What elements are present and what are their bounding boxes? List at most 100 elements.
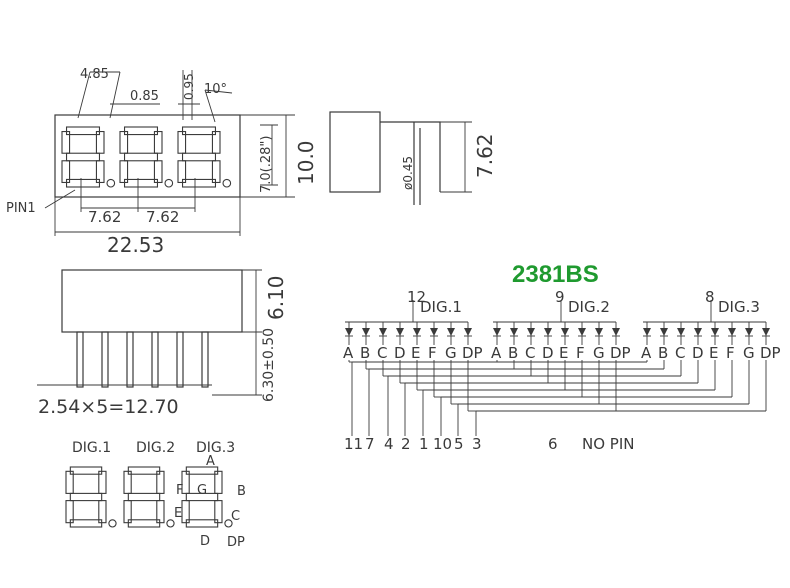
- segment-label-c: C: [377, 344, 387, 362]
- dim-row-spacing: 7.62: [473, 133, 497, 178]
- segment-outline: [65, 126, 101, 136]
- segment-outline: [156, 500, 165, 524]
- segment-outline: [65, 152, 101, 162]
- segment-outline: [98, 500, 107, 524]
- front-view: 4.85 0.85 0.95 10° 7.0(.28") 10.0 7.62 7…: [6, 67, 318, 257]
- segment-label-f: F: [428, 344, 437, 362]
- segment-outline: [61, 160, 71, 184]
- segment-outline: [123, 470, 132, 494]
- led-diode: [379, 328, 387, 336]
- led-diode: [447, 328, 455, 336]
- segment-outline: [61, 130, 71, 154]
- led-diode: [612, 328, 620, 336]
- segment-outline: [177, 160, 187, 184]
- led-diode: [544, 328, 552, 336]
- led-diode: [660, 328, 668, 336]
- segment-outline: [181, 152, 217, 162]
- dim-dp-offset: 0.85: [130, 89, 159, 104]
- dim-pin-pitch: 2.54×5=12.70: [38, 396, 179, 418]
- segment-label-c: C: [525, 344, 535, 362]
- pin-lead: [151, 331, 159, 388]
- segment-outline: [127, 466, 161, 475]
- segment-label-b: B: [658, 344, 668, 362]
- dim-pin-length: 6.30±0.50: [261, 328, 277, 402]
- segment-label-dp: DP: [462, 344, 483, 362]
- pin1-label: PIN1: [6, 201, 36, 216]
- led-diode: [677, 328, 685, 336]
- seg-dp-label: DP: [227, 535, 245, 550]
- led-diode: [762, 328, 770, 336]
- segment-label-view: DIG.1 DIG.2 DIG.3 A B C D E F G DP: [65, 440, 246, 550]
- segment-label-dp: DP: [760, 344, 781, 362]
- segment-outline: [211, 130, 221, 154]
- pin-lead: [176, 331, 184, 388]
- side-view: 7.62 ø0.45: [329, 111, 497, 205]
- led-diode: [578, 328, 586, 336]
- bottom-digit-1: [65, 466, 117, 528]
- segment-label-d: D: [692, 344, 704, 362]
- segment-outline: [185, 519, 219, 528]
- led-diode: [595, 328, 603, 336]
- seg-g-label: G: [197, 483, 207, 498]
- led-diode: [396, 328, 404, 336]
- bottom-digit-2: [123, 466, 175, 528]
- segment-outline: [181, 470, 190, 494]
- seg-f-label: F: [176, 483, 183, 498]
- segment-label-g: G: [593, 344, 605, 362]
- dig3-caption: DIG.3: [196, 440, 235, 456]
- segment-pin-number: 1: [419, 435, 429, 453]
- led-diode: [464, 328, 472, 336]
- pin-view: 6.10 6.30±0.50 2.54×5=12.70: [37, 269, 288, 418]
- nc-pin-number: 6: [548, 435, 558, 453]
- segment-outline: [181, 126, 217, 136]
- segment-label-e: E: [559, 344, 568, 362]
- segment-pin-number: 10: [433, 435, 452, 453]
- common-pin-number: 8: [705, 288, 715, 306]
- led-diode: [711, 328, 719, 336]
- segment-pin-number: 3: [472, 435, 482, 453]
- segment-outline: [123, 178, 159, 188]
- dim-digit-height: 7.0(.28"): [259, 136, 274, 193]
- segment-outline: [127, 492, 161, 502]
- segment-outline: [123, 152, 159, 162]
- segment-label-dp: DP: [610, 344, 631, 362]
- segment-outline: [127, 519, 161, 528]
- segment-pin-number: 11: [344, 435, 363, 453]
- led-diode: [561, 328, 569, 336]
- segment-label-e: E: [411, 344, 420, 362]
- segment-label-g: G: [743, 344, 755, 362]
- segment-label-d: D: [394, 344, 406, 362]
- segment-outline: [123, 126, 159, 136]
- led-diode: [345, 328, 353, 336]
- decimal-point: [164, 178, 174, 188]
- bottom-digit-3: [181, 466, 233, 528]
- decimal-point: [108, 519, 117, 528]
- pin-lead: [101, 331, 109, 388]
- pin-lead: [201, 331, 209, 388]
- common-pin-number: 9: [555, 288, 565, 306]
- segment-outline: [181, 500, 190, 524]
- segment-outline: [65, 178, 101, 188]
- led-diode: [413, 328, 421, 336]
- segment-label-f: F: [726, 344, 735, 362]
- segment-outline: [69, 519, 103, 528]
- digit-label: DIG.1: [420, 298, 462, 316]
- dim-pitch-1: 7.62: [88, 208, 121, 226]
- segment-pin-number: 2: [401, 435, 411, 453]
- segment-outline: [185, 466, 219, 475]
- segment-outline: [211, 160, 221, 184]
- segment-label-a: A: [343, 344, 354, 362]
- segment-outline: [69, 492, 103, 502]
- led-diode: [510, 328, 518, 336]
- segment-outline: [153, 130, 163, 154]
- pin-lead: [126, 331, 134, 388]
- segment-outline: [95, 160, 105, 184]
- segment-pin-number: 7: [365, 435, 375, 453]
- nc-pin-label: NO PIN: [582, 435, 635, 453]
- front-digit-1: [61, 126, 116, 188]
- decimal-point: [224, 519, 233, 528]
- dim-total-width: 22.53: [107, 233, 164, 257]
- segment-outline: [65, 470, 74, 494]
- segment-outline: [98, 470, 107, 494]
